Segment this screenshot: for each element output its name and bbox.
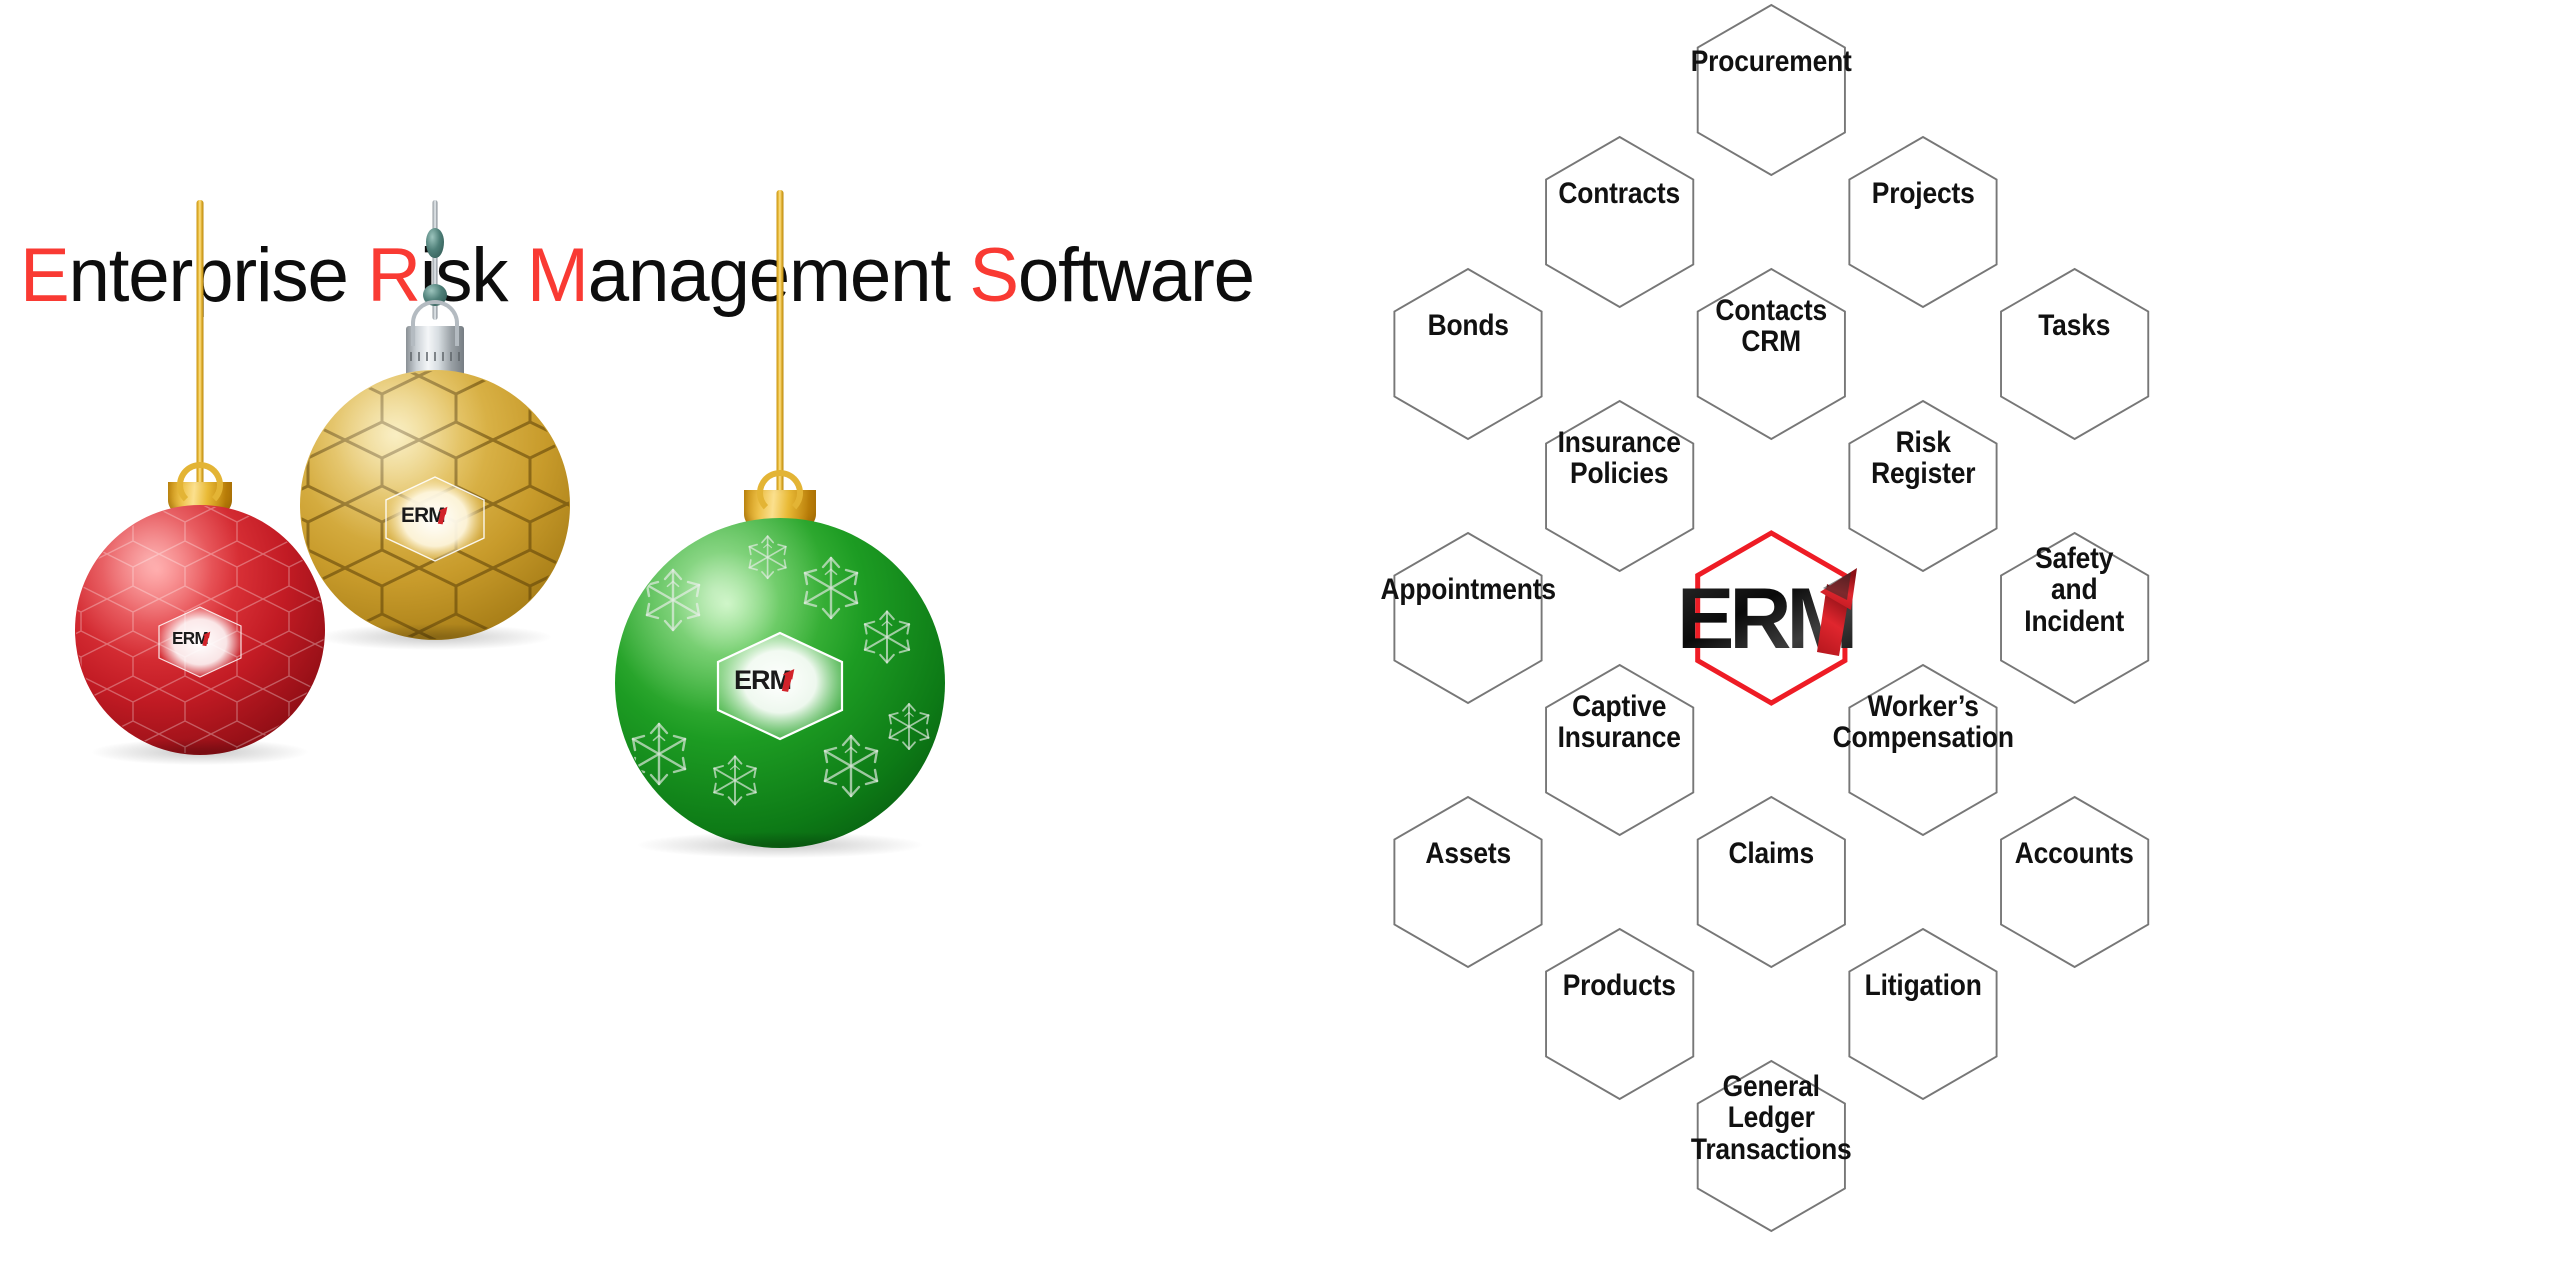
- title-initial-s: S: [969, 233, 1019, 318]
- hex-label-captive-insurance[interactable]: Captive Insurance: [1558, 689, 1682, 754]
- hex-cell-litigation[interactable]: [1848, 927, 1998, 1101]
- title-text: nterprise: [68, 233, 368, 318]
- hex-label-insurance-policies[interactable]: Insurance Policies: [1558, 425, 1682, 490]
- erm-logo-badge: ERM: [383, 475, 487, 563]
- hex-cell-bonds[interactable]: [1393, 267, 1543, 441]
- hex-cell-center-erm[interactable]: [1695, 530, 1848, 706]
- hex-cell-products[interactable]: [1545, 927, 1695, 1101]
- erm-logo-badge: ERM: [714, 630, 846, 742]
- green-ornament: ERM: [600, 190, 960, 858]
- ornament-ball: ERM: [300, 370, 570, 650]
- hex-label-claims[interactable]: Claims: [1728, 837, 1815, 871]
- hex-label-procurement[interactable]: Procurement: [1690, 45, 1852, 79]
- hex-cell-tasks[interactable]: [2000, 267, 2150, 441]
- brand-panel: Enterprise Risk Management Software: [0, 0, 1390, 1280]
- erm-logo-badge: ERM: [156, 605, 244, 679]
- hex-label-assets[interactable]: Assets: [1425, 837, 1511, 871]
- hex-cell-safety-incident[interactable]: [2000, 531, 2150, 705]
- hex-cell-procurement[interactable]: [1696, 3, 1846, 177]
- svg-text:ERM: ERM: [401, 504, 445, 527]
- hex-label-workers-compensation[interactable]: Worker’s Compensation: [1832, 689, 2014, 754]
- hex-cell-contracts[interactable]: [1545, 135, 1695, 309]
- ornament-ball: ERM: [615, 518, 945, 858]
- hex-label-risk-register[interactable]: Risk Register: [1870, 425, 1976, 490]
- hex-cell-assets[interactable]: [1393, 795, 1543, 969]
- ornament-cord: [776, 190, 784, 502]
- hex-cell-accounts[interactable]: [2000, 795, 2150, 969]
- hex-label-tasks[interactable]: Tasks: [2038, 309, 2111, 343]
- center-erm-logo: ERM: [1671, 548, 1871, 688]
- hex-label-bonds[interactable]: Bonds: [1427, 309, 1509, 343]
- hex-cell-claims[interactable]: [1696, 795, 1846, 969]
- teal-bead-upper: [426, 228, 444, 258]
- ball-shadow: [92, 739, 308, 765]
- hex-label-contracts[interactable]: Contracts: [1558, 177, 1681, 211]
- hex-label-litigation[interactable]: Litigation: [1864, 969, 1982, 1003]
- title-initial-r: R: [367, 233, 421, 318]
- hex-label-appointments[interactable]: Appointments: [1380, 573, 1556, 607]
- title-initial-m: M: [526, 233, 589, 318]
- page-title: Enterprise Risk Management Software: [20, 238, 1255, 314]
- hex-cell-general-ledger-transactions[interactable]: [1696, 1059, 1846, 1233]
- hex-cell-contacts-crm[interactable]: [1696, 267, 1846, 441]
- hex-cell-captive-insurance[interactable]: [1545, 663, 1695, 837]
- ball-shadow: [638, 832, 922, 858]
- hex-label-products[interactable]: Products: [1563, 969, 1677, 1003]
- hex-label-accounts[interactable]: Accounts: [2015, 837, 2135, 871]
- hex-cell-risk-register[interactable]: [1848, 399, 1998, 573]
- hex-label-contacts-crm[interactable]: Contacts CRM: [1715, 293, 1828, 358]
- title-text: oftware: [1017, 233, 1255, 318]
- svg-text:ERM: ERM: [172, 628, 209, 648]
- gold-ornament: ERM: [285, 200, 585, 760]
- ornament-cord-silver: [432, 200, 438, 320]
- hex-label-general-ledger-transactions[interactable]: General Ledger Transactions: [1690, 1069, 1852, 1166]
- hex-cell-projects[interactable]: [1848, 135, 1998, 309]
- hex-cell-appointments[interactable]: [1393, 531, 1543, 705]
- hex-label-safety-incident[interactable]: Safety and Incident: [2024, 541, 2125, 638]
- title-initial-e: E: [20, 233, 70, 318]
- ball-shadow: [318, 624, 552, 650]
- title-text: anagement: [587, 233, 970, 318]
- hex-cell-insurance-policies[interactable]: [1545, 399, 1695, 573]
- ornament-cord: [196, 200, 204, 490]
- hex-cell-workers-compensation[interactable]: [1848, 663, 1998, 837]
- hex-label-projects[interactable]: Projects: [1871, 177, 1975, 211]
